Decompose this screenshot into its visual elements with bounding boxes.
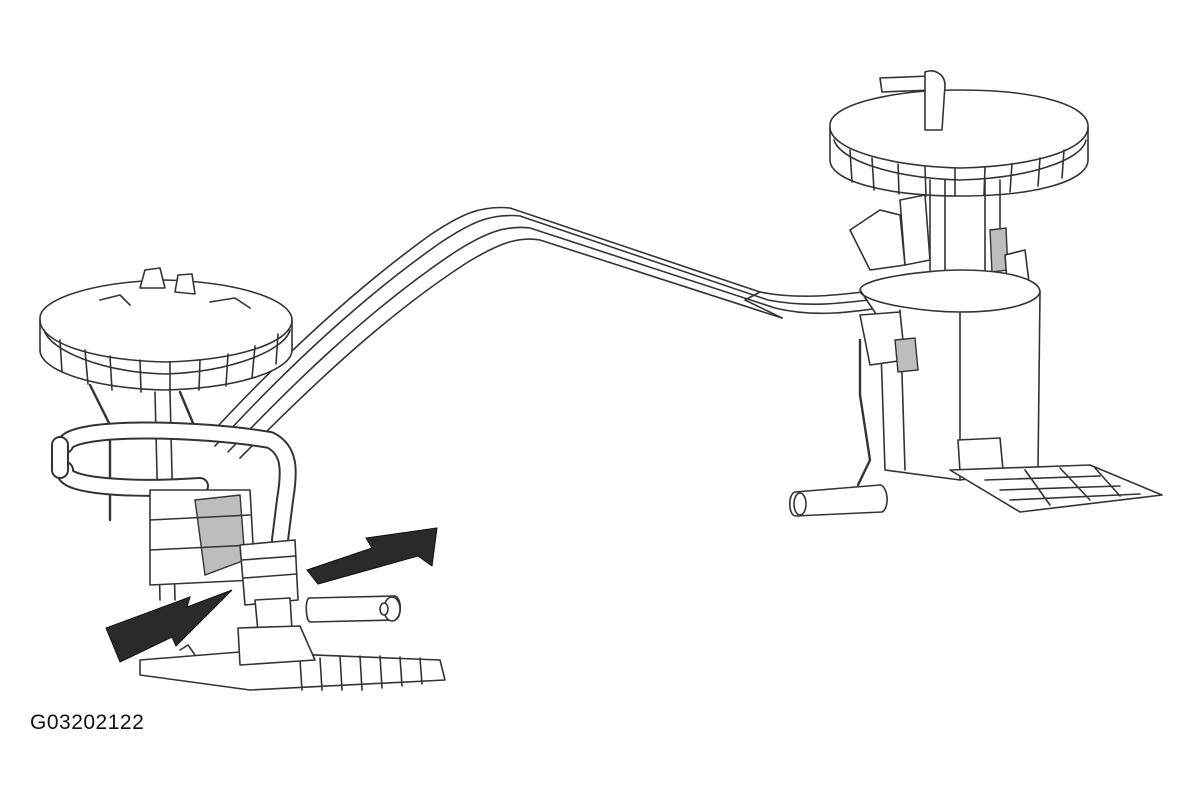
left-fuel-pump-module [39, 267, 446, 691]
right-fuel-sender-module [788, 70, 1163, 517]
callout-arrow-left [105, 589, 233, 663]
figure-code-label: G03202122 [30, 711, 145, 734]
callout-arrows [105, 527, 438, 663]
connecting-fuel-lines [204, 206, 893, 459]
callout-arrow-right [306, 527, 438, 585]
